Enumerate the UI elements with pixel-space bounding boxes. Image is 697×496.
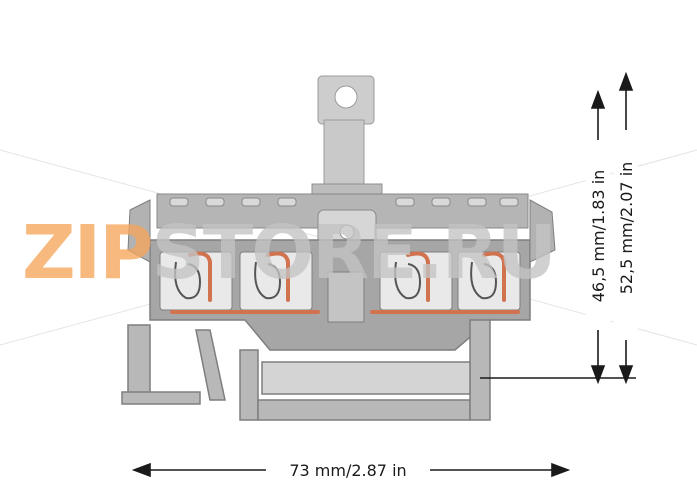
dimension-labels: 73 mm/2.87 in 46,5 mm/1.83 in 52,5 mm/2.… — [266, 130, 638, 482]
width-arrow-right — [551, 462, 571, 478]
housing-body — [149, 239, 531, 351]
watermark-suffix: .RU — [416, 210, 555, 296]
watermark-orange: ZIP — [22, 210, 151, 296]
inner-height-arrow-top — [590, 89, 606, 109]
inner-height-label: 46,5 mm/1.83 in — [589, 170, 608, 303]
width-label: 73 mm/2.87 in — [289, 461, 406, 480]
terminal-block — [121, 75, 556, 421]
inner-height-arrow-bottom — [590, 365, 606, 385]
side-latches — [127, 199, 556, 263]
handle-hole — [334, 85, 358, 109]
clamp-springs — [174, 261, 498, 300]
marker-carrier-handle — [311, 75, 383, 197]
outer-height-label: 52,5 mm/2.07 in — [617, 162, 636, 295]
watermark: ZIPSTORE.RU — [22, 210, 557, 296]
width-arrow-left — [131, 462, 151, 478]
svg-text:ZIPSTORE.RU: ZIPSTORE.RU — [22, 210, 555, 296]
watermark-grey: STORE — [151, 210, 415, 296]
mounting-foot — [121, 319, 491, 421]
outer-height-arrow-top — [618, 71, 634, 91]
housing-top — [156, 193, 529, 246]
outer-height-arrow-bottom — [618, 365, 634, 385]
cage-clamp-contacts — [170, 251, 520, 314]
